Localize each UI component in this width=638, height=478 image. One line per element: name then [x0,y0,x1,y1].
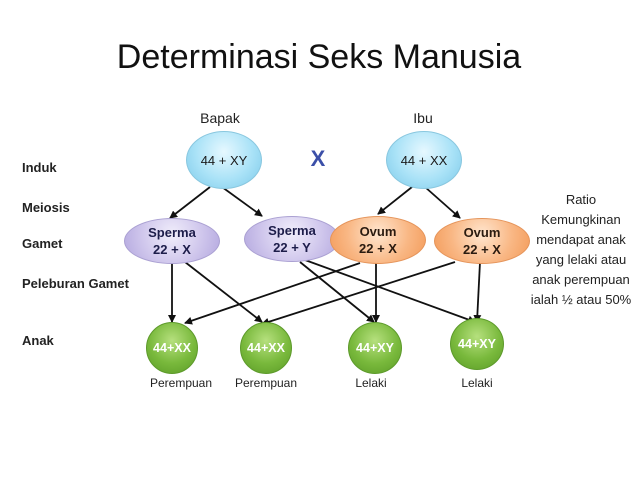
ovum-name: Ovum [463,225,501,240]
child-sex-2: Perempuan [234,376,298,390]
ovum-formula: 22 + X [359,241,397,256]
arrow-sperm2-child3 [299,261,375,323]
ovum-node-1: Ovum 22 + X [330,216,426,264]
sperm-formula: 22 + X [153,242,191,257]
child-node-3: 44+XY [348,322,402,374]
stage-gamet: Gamet [22,236,63,251]
arrow-ovum2-child4 [473,261,482,323]
ovum-name: Ovum [359,224,397,239]
child-node-2: 44+XX [240,322,292,374]
sperm-node-x: Sperma 22 + X [124,218,220,264]
stage-anak: Anak [22,333,54,348]
ovum-formula: 22 + X [463,242,501,257]
sperm-name: Sperma [148,225,196,240]
child-sex-4: Lelaki [461,376,493,390]
father-label: Bapak [200,110,240,126]
child-sex-3: Lelaki [355,376,387,390]
mother-label: Ibu [413,110,433,126]
mother-node: 44 + XX [386,131,462,189]
arrow-father-sperm2 [221,186,263,217]
father-node: 44 + XY [186,131,262,189]
page-title: Determinasi Seks Manusia [116,38,522,76]
stage-meiosis: Meiosis [22,200,70,215]
ratio-note: Ratio Kemungkinan mendapat anak yang lel… [530,192,632,307]
child-sex-1: Perempuan [149,376,213,390]
arrow-sperm2-child4 [304,259,476,324]
child-node-1: 44+XX [146,322,198,374]
arrow-ovum1-child1 [184,262,361,325]
sperm-name: Sperma [268,223,316,238]
arrow-mother-ovum1 [377,186,413,215]
arrow-ovum2-child2 [261,261,456,326]
child-node-4: 44+XY [450,318,504,370]
arrow-sperm1-child2 [184,261,263,323]
arrow-mother-ovum2 [424,186,461,219]
ovum-node-2: Ovum 22 + X [434,218,530,264]
sperm-node-y: Sperma 22 + Y [244,216,340,262]
cross-symbol: X [310,146,326,171]
arrow-father-sperm1 [169,186,211,219]
sperm-formula: 22 + Y [273,240,311,255]
stage-induk: Induk [22,160,57,175]
stage-peleburan-gamet: Peleburan Gamet [22,276,129,291]
